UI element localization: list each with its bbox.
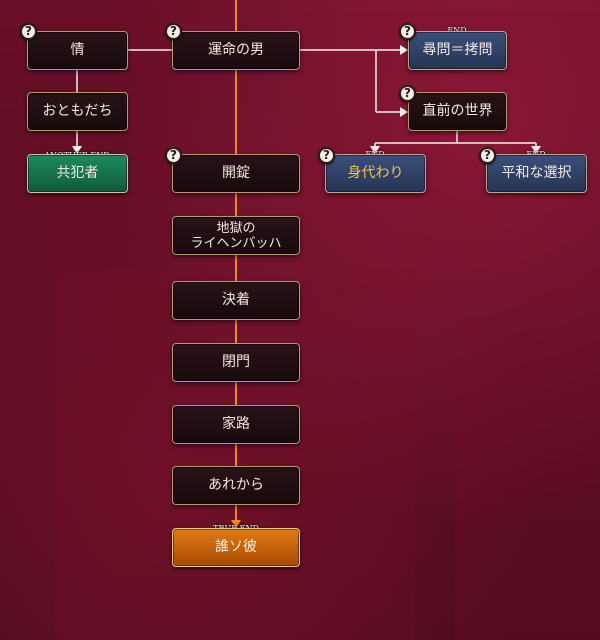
help-icon[interactable]: ? — [479, 147, 496, 164]
end-tag: END — [447, 26, 466, 35]
node-arekara[interactable]: あれから — [172, 466, 300, 505]
arrow-to-heiwa — [531, 146, 541, 154]
arrow-to-jinmon — [400, 45, 408, 55]
arrow-to-kyouhan — [72, 146, 82, 154]
node-label: 身代わり — [347, 165, 404, 181]
node-jinmon-goumon[interactable]: 尋問＝拷問 — [408, 31, 507, 70]
help-icon[interactable]: ? — [165, 23, 182, 40]
node-heimon[interactable]: 閉門 — [172, 343, 300, 382]
arrow-to-chokuzen — [400, 107, 408, 117]
node-jigoku-no-reichenbach[interactable]: 地獄の ライヘンバッハ — [172, 216, 300, 255]
node-otomodachi[interactable]: おともだち — [27, 92, 128, 131]
help-icon[interactable]: ? — [399, 85, 416, 102]
node-label: 尋問＝拷問 — [422, 42, 493, 58]
node-tasogare[interactable]: 誰ソ彼 — [172, 528, 300, 567]
node-label: 地獄の ライヘンバッハ — [190, 220, 282, 251]
node-kecchaku[interactable]: 決着 — [172, 281, 300, 320]
node-chokuzen-no-sekai[interactable]: 直前の世界 — [408, 92, 507, 131]
arrow-to-migawari — [370, 146, 380, 154]
node-label: 情 — [70, 42, 85, 58]
node-jou[interactable]: 情 — [27, 31, 128, 70]
arrow-to-true-end — [231, 520, 241, 528]
node-heiwa-na-sentaku[interactable]: 平和な選択 — [486, 154, 587, 193]
node-label: おともだち — [42, 103, 113, 119]
node-kyouhansha[interactable]: 共犯者 — [27, 154, 128, 193]
bg-panel-bottom-right — [455, 318, 600, 640]
node-ieji[interactable]: 家路 — [172, 405, 300, 444]
node-migawari[interactable]: 身代わり — [325, 154, 426, 193]
node-label: 家路 — [222, 416, 250, 432]
node-label: 決着 — [222, 292, 250, 308]
help-icon[interactable]: ? — [399, 23, 416, 40]
help-icon[interactable]: ? — [318, 147, 335, 164]
node-label: 直前の世界 — [422, 103, 493, 119]
node-label: 共犯者 — [56, 165, 99, 181]
help-icon[interactable]: ? — [20, 23, 37, 40]
node-label: あれから — [208, 477, 264, 493]
node-unmei-no-otoko[interactable]: 運命の男 — [172, 31, 300, 70]
node-label: 誰ソ彼 — [215, 539, 257, 555]
node-label: 平和な選択 — [501, 165, 572, 181]
node-label: 閉門 — [222, 354, 250, 370]
help-icon[interactable]: ? — [165, 147, 182, 164]
node-kaijou[interactable]: 開錠 — [172, 154, 300, 193]
node-label: 開錠 — [222, 165, 250, 181]
node-label: 運命の男 — [208, 42, 264, 58]
